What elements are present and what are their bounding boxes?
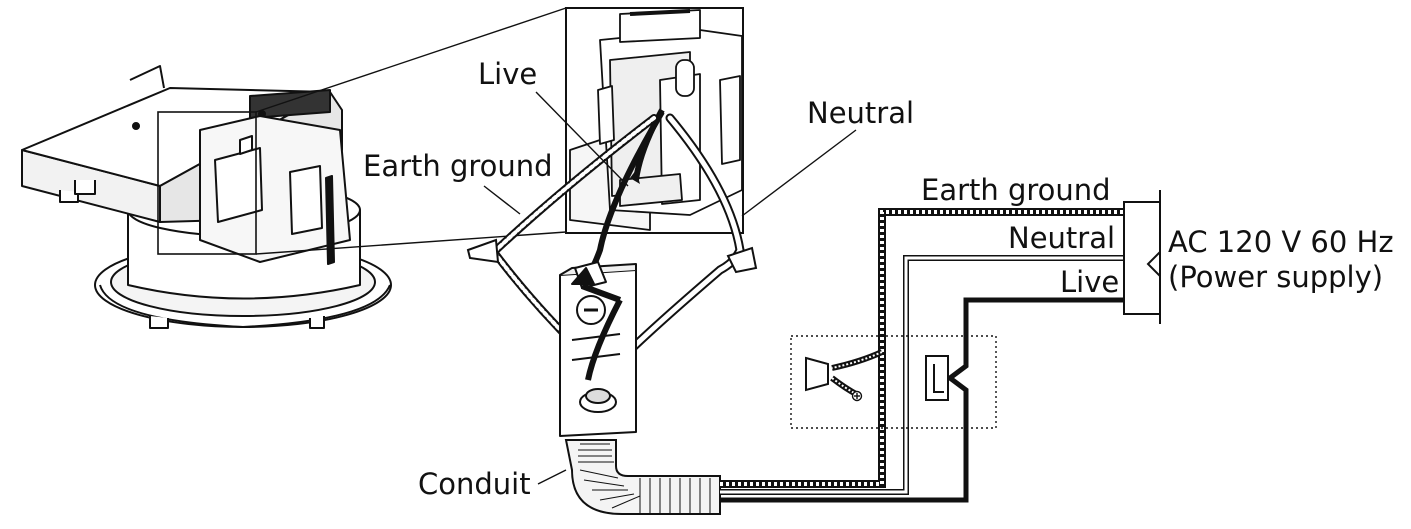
conduit (564, 439, 721, 515)
power-supply-voltage: AC 120 V 60 Hz (1168, 225, 1394, 259)
earth-connector (466, 238, 500, 264)
conduit-label: Conduit (418, 467, 531, 501)
neutral-label-top: Neutral (807, 96, 914, 130)
junction-box (559, 261, 637, 437)
plug-icon (805, 356, 829, 392)
live-wire-field (720, 297, 1124, 503)
switch-inset-box (790, 335, 997, 429)
power-terminal (1123, 190, 1161, 324)
neutral-connector (726, 246, 758, 274)
zoom-area-marker (157, 111, 257, 255)
leader-lines (483, 91, 857, 485)
earth-ground-label-left: Earth ground (363, 149, 553, 183)
power-supply-caption: (Power supply) (1168, 260, 1383, 294)
live-label-zoom: Live (478, 57, 537, 91)
neutral-label-right: Neutral (1008, 221, 1115, 255)
switch-icon (925, 355, 949, 401)
fixture-housing (21, 65, 392, 329)
ground-plus-icon (851, 390, 863, 402)
earth-ground-label-right: Earth ground (921, 173, 1111, 207)
live-label-right: Live (1060, 265, 1119, 299)
